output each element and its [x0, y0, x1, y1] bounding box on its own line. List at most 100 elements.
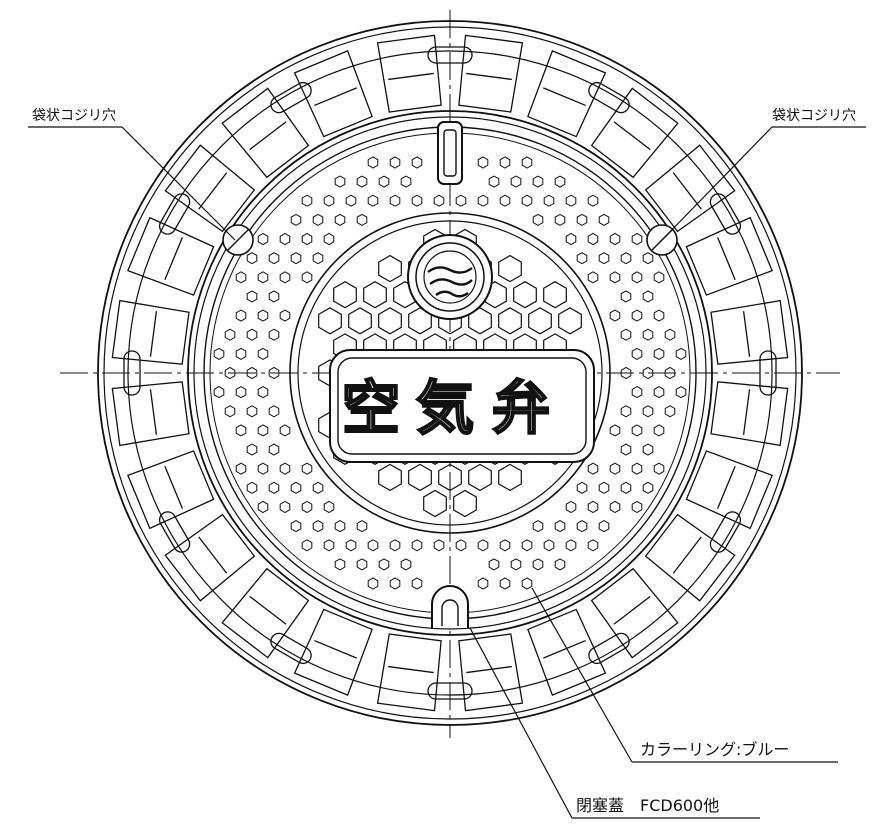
leader-hole-left [121, 126, 236, 241]
hexagon-hole [598, 213, 610, 226]
hexagon-hole [543, 539, 555, 552]
hexagon-hole [620, 366, 632, 380]
segment-rib [149, 389, 158, 435]
honeycomb-cell [423, 489, 447, 518]
honeycomb-cell [528, 307, 552, 335]
hexagon-hole [609, 271, 621, 284]
hexagon-hole [664, 405, 676, 418]
hexagon-hole [477, 156, 489, 169]
frame-segment [221, 87, 310, 179]
frame-segment [590, 567, 679, 659]
hexagon-hole [257, 462, 269, 475]
hexagon-hole [587, 194, 599, 207]
hexagon-hole [224, 405, 236, 418]
hexagon-hole [477, 194, 489, 207]
hexagon-hole [488, 175, 500, 188]
hexagon-hole [235, 347, 247, 360]
hexagon-hole [268, 481, 280, 494]
honeycomb-cell [348, 307, 372, 335]
frame-segment [221, 567, 310, 659]
hexagon-hole [653, 386, 665, 399]
hexagon-hole [620, 252, 632, 265]
label-hole-left: 袋状コジリ穴 [32, 108, 116, 124]
hexagon-hole [642, 366, 654, 380]
hexagon-hole [565, 194, 577, 207]
hexagon-hole [576, 520, 588, 533]
hexagon-hole [532, 175, 544, 188]
hexagon-hole [609, 232, 621, 246]
closure-lid-inner [441, 599, 459, 626]
honeycomb-cell [363, 281, 387, 309]
frame-segment [127, 216, 215, 296]
hexagon-hole [642, 252, 654, 265]
segment-rib [742, 311, 751, 357]
hexagon-hole [576, 252, 588, 265]
honeycomb-cell [543, 281, 567, 309]
hexagon-hole [587, 271, 599, 284]
hexagon-hole [246, 252, 258, 265]
frame-segment [644, 144, 736, 233]
hexagon-hole [334, 558, 346, 571]
segment-rib [164, 466, 184, 509]
hexagon-hole [565, 232, 577, 246]
hexagon-hole [323, 539, 335, 552]
frame-slot [270, 81, 312, 114]
segment-rib [716, 466, 736, 509]
honeycomb-cell [468, 463, 492, 492]
hexagon-hole [620, 481, 632, 494]
hexagon-hole [312, 520, 324, 533]
segment-rib [198, 172, 228, 210]
frame-segment [685, 450, 773, 530]
hexagon-hole [653, 309, 665, 322]
hexagon-hole [367, 156, 379, 169]
hexagon-hole [279, 500, 291, 514]
hexagon-hole [411, 194, 423, 207]
hexagon-hole [323, 194, 335, 207]
segment-rib [672, 172, 702, 210]
hexagon-hole [521, 539, 533, 552]
hexagon-hole [642, 328, 654, 341]
frame-segment [293, 50, 373, 138]
hexagon-hole [301, 539, 313, 552]
segment-rib [388, 72, 434, 81]
logo-emblem [407, 234, 493, 320]
hexagon-hole [631, 271, 643, 284]
hexagon-hole [631, 309, 643, 322]
hexagon-hole [290, 520, 302, 533]
pry-hole-mark [227, 229, 249, 251]
honeycomb-cell [378, 307, 402, 335]
hexagon-hole [268, 328, 280, 341]
segment-rib [742, 389, 751, 435]
emblem-char-1: 空 [342, 374, 400, 442]
hexagon-hole [543, 194, 555, 207]
hexagon-hole [400, 175, 412, 188]
label-closure-lid: 閉塞蓋 FCD600他 [576, 796, 719, 815]
hexagon-hole [477, 577, 489, 590]
frame-segment [685, 216, 773, 296]
hexagon-hole [587, 539, 599, 552]
hexagon-hole [609, 424, 621, 437]
segment-rib [388, 665, 434, 674]
honeycomb-cell [408, 463, 432, 492]
hexagon-hole [455, 194, 467, 207]
hexagon-hole [433, 194, 445, 207]
hexagon-hole [642, 405, 654, 418]
hexagon-hole [257, 500, 269, 514]
frame-segment [127, 450, 215, 530]
hexagon-hole [389, 539, 401, 552]
hexagon-hole [499, 156, 511, 169]
hexagon-hole [257, 347, 269, 360]
frame-segment [164, 144, 256, 233]
hexagon-hole [499, 577, 511, 590]
hexagon-hole [257, 309, 269, 322]
hexagon-hole [620, 290, 632, 303]
hexagon-hole [598, 520, 610, 533]
closure-lid [431, 585, 469, 628]
hexagon-hole [598, 252, 610, 265]
honeycomb-cell [498, 307, 522, 335]
hexagon-hole [620, 405, 632, 418]
honeycomb-cell [453, 489, 477, 518]
hexagon-hole [554, 213, 566, 226]
hexagon-hole [356, 558, 368, 571]
hexagon-hole [246, 366, 258, 380]
